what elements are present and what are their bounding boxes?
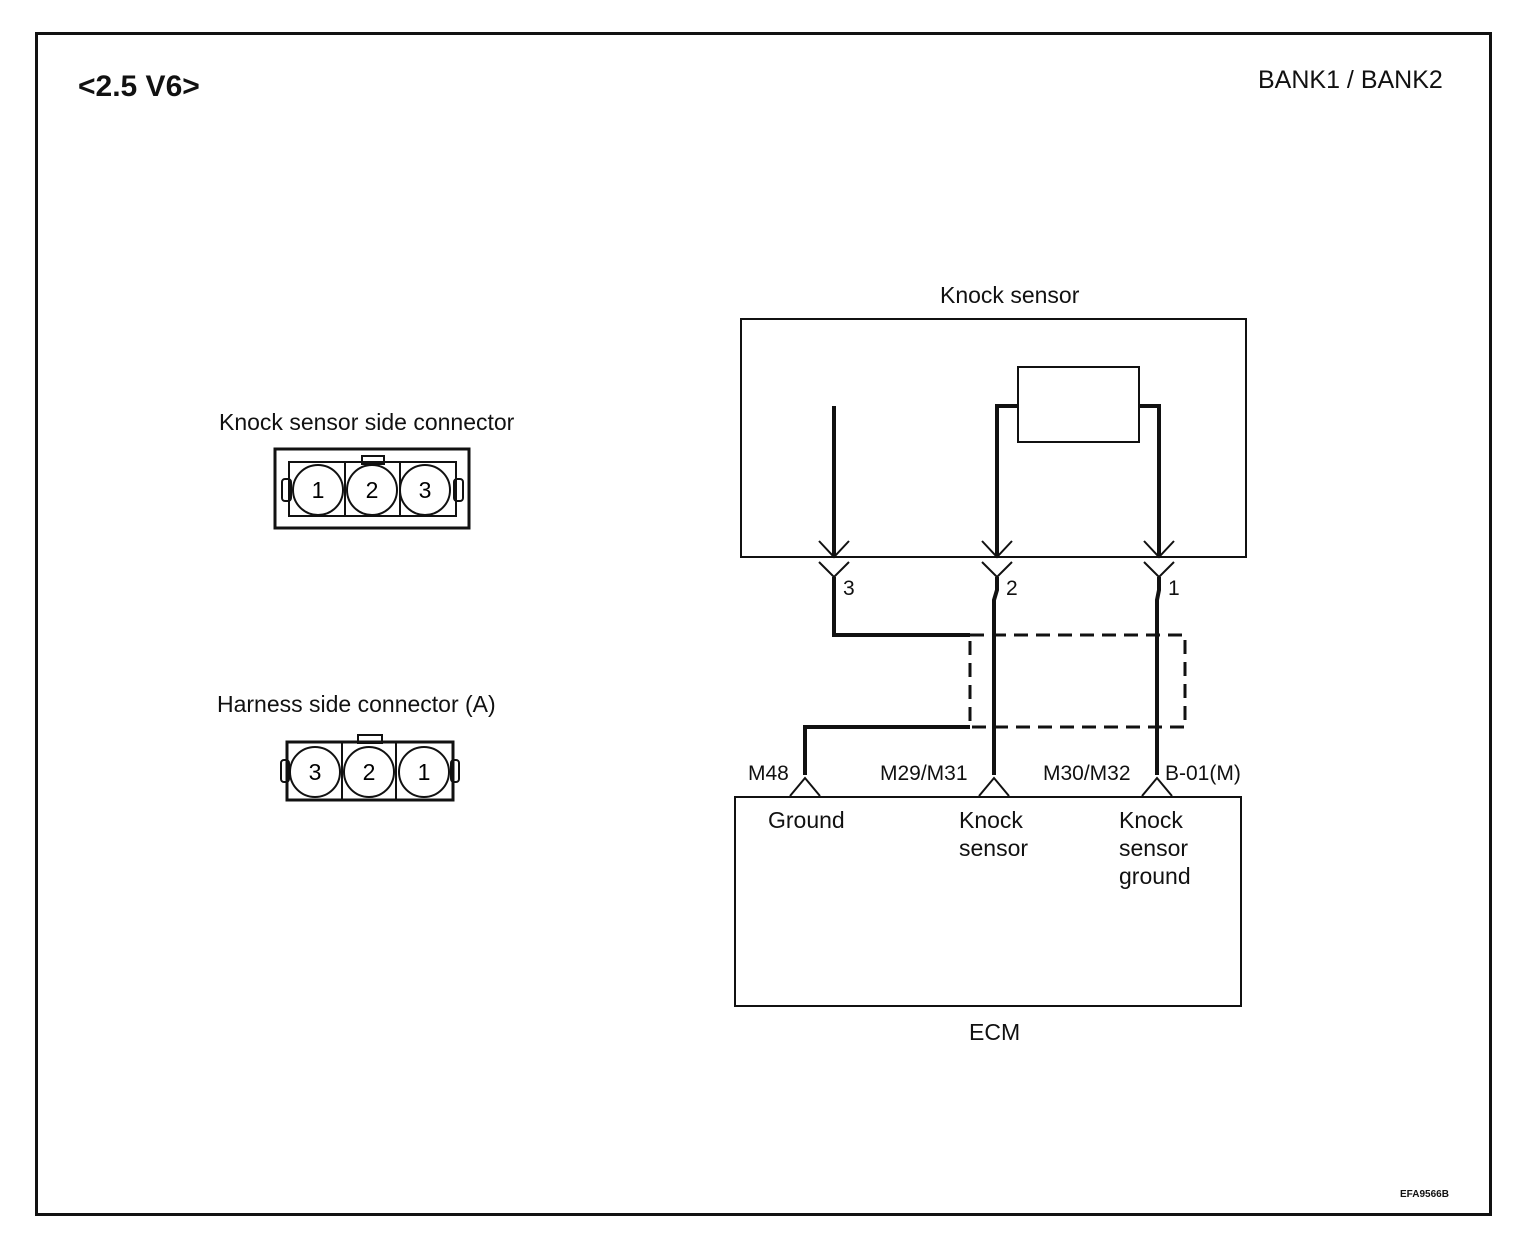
harness-connector-pin-3 — [289, 746, 341, 798]
knock-sensor-box — [740, 318, 1247, 558]
sensor-pin-1-label: 1 — [1168, 577, 1180, 600]
ecm-function-knock-sensor: Knock sensor — [959, 807, 1029, 861]
ecm-title: ECM — [969, 1019, 1021, 1045]
sensor-pin-arrows — [818, 540, 1175, 559]
sensor-connector-pin-3 — [399, 464, 451, 516]
diagram-frame — [35, 32, 1492, 1216]
harness-side-connector-title: Harness side connector (A) — [217, 691, 496, 717]
ecm-connector-id: B-01(M) — [1165, 762, 1241, 785]
sensor-connector-pin-2-number: 2 — [366, 477, 379, 503]
ecm-box — [734, 796, 1242, 1007]
sensor-side-connector-title: Knock sensor side connector — [219, 409, 515, 435]
figure-code: EFA9566B — [1400, 1189, 1449, 1200]
sensor-connector-pin-1-number: 1 — [312, 477, 325, 503]
arrow-pin-2 — [981, 540, 1013, 559]
harness-connector-left-tab — [280, 759, 290, 783]
sensor-connector-right-tab — [453, 478, 464, 502]
sensor-connector-symbols — [818, 561, 1175, 579]
harness-connector-pin-1 — [398, 746, 450, 798]
harness-side-connector: 3 2 1 — [280, 734, 460, 802]
sensor-internal-wires — [832, 404, 1161, 558]
connector-symbol-pin-2 — [981, 561, 1013, 579]
knock-sensor-title: Knock sensor — [940, 282, 1080, 308]
sensor-pin-3-label: 3 — [843, 577, 855, 600]
internal-wire-pin-1 — [1139, 404, 1161, 558]
shield-box — [968, 633, 1187, 729]
wire-knock-sensor — [992, 577, 999, 775]
sensor-connector-latch — [361, 455, 385, 465]
internal-wire-pin-2 — [995, 404, 1018, 558]
arrow-pin-1 — [1143, 540, 1175, 559]
harness-wires — [803, 577, 1161, 775]
ecm-connector-symbols — [789, 776, 1173, 797]
wire-shield-drain-upper — [832, 577, 970, 637]
connector-symbol-pin-1 — [1143, 561, 1175, 579]
arrow-pin-3 — [818, 540, 850, 559]
ecm-function-knock-sensor-ground: Knock sensor ground — [1119, 807, 1191, 889]
ecm-symbol-knock-sensor — [978, 776, 1010, 797]
harness-connector-pin-1-number: 1 — [418, 759, 431, 785]
ecm-terminal-code-knock-sensor-ground: M30/M32 — [1043, 762, 1131, 785]
sensor-connector-pin-3-number: 3 — [419, 477, 432, 503]
harness-connector-pin-3-number: 3 — [309, 759, 322, 785]
harness-connector-right-tab — [450, 759, 460, 783]
wire-knock-sensor-ground — [1155, 577, 1161, 775]
sensor-connector-left-tab — [281, 478, 292, 502]
sensor-connector-pin-2 — [346, 464, 398, 516]
sensor-connector-inner-housing — [288, 461, 457, 517]
bank-label: BANK1 / BANK2 — [1258, 66, 1443, 94]
wire-ground-lower — [803, 725, 970, 775]
connector-symbol-pin-3 — [818, 561, 850, 579]
ecm-terminal-code-ground: M48 — [748, 762, 789, 785]
piezo-element — [1017, 366, 1140, 443]
sensor-side-connector: 1 2 3 — [273, 447, 471, 530]
ecm-symbol-knock-sensor-ground — [1141, 776, 1173, 797]
harness-connector-pin-2 — [343, 746, 395, 798]
ecm-function-ground: Ground — [768, 807, 845, 833]
ecm-symbol-ground — [789, 776, 821, 797]
sensor-connector-pin-1 — [292, 464, 344, 516]
harness-connector-latch — [357, 734, 383, 744]
sensor-pin-2-label: 2 — [1006, 577, 1018, 600]
harness-connector-pin-2-number: 2 — [363, 759, 376, 785]
ecm-terminal-code-knock-sensor: M29/M31 — [880, 762, 968, 785]
engine-label: <2.5 V6> — [78, 70, 200, 103]
sensor-connector-outer-housing — [273, 447, 471, 530]
